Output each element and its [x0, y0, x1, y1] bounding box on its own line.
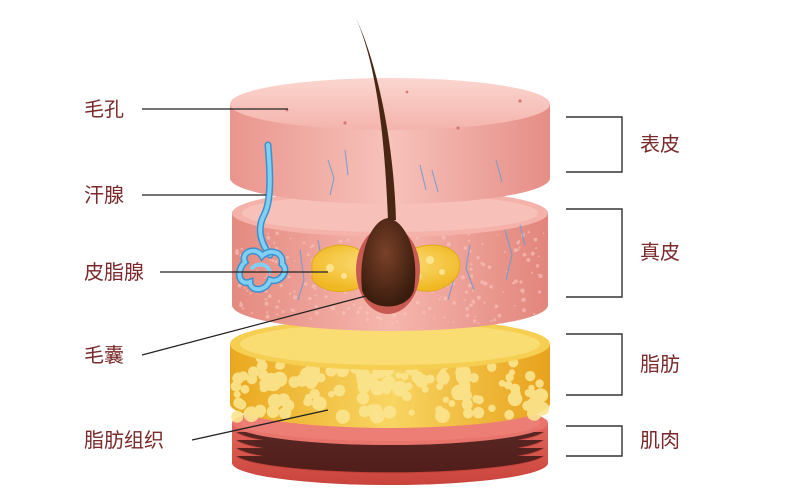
- brackets: [566, 116, 623, 457]
- fat-layer: [230, 318, 550, 428]
- label-adipose-tissue: 脂肪组织: [84, 428, 164, 452]
- label-sebaceous-gland: 皮脂腺: [84, 260, 144, 284]
- hair-shaft: [356, 18, 396, 220]
- label-epidermis: 表皮: [640, 132, 680, 156]
- hair-follicle: [356, 18, 420, 314]
- sweat-gland: [235, 141, 289, 293]
- label-hair-follicle: 毛囊: [84, 343, 124, 367]
- label-pore: 毛孔: [84, 97, 124, 121]
- label-fat: 脂肪: [640, 352, 680, 376]
- leader-lines: [141, 108, 367, 441]
- label-sweat-gland: 汗腺: [84, 183, 124, 207]
- label-dermis: 真皮: [640, 240, 680, 264]
- label-muscle: 肌肉: [640, 428, 680, 452]
